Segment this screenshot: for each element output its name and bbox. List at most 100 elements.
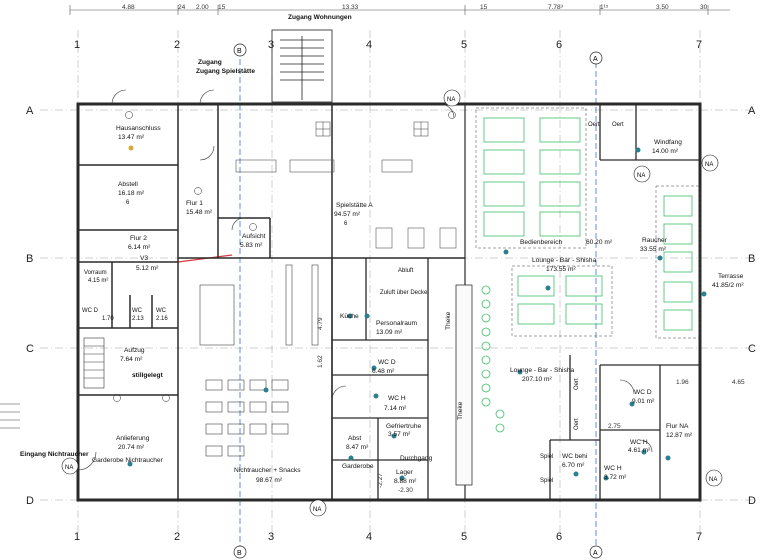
dim-label: 4.65 — [732, 379, 745, 386]
grid-col-label: 2 — [174, 39, 180, 51]
left-exterior-stair — [0, 403, 20, 429]
dim-label: 7.78³ — [548, 4, 564, 11]
room-name: V3 — [140, 255, 148, 262]
room-area: 7.64 m² — [120, 356, 143, 363]
room-area: 5.12 m² — [136, 265, 159, 272]
sprinkler-markers — [127, 145, 707, 481]
room-name: WC — [156, 308, 167, 314]
section-marker-b-bottom: B — [233, 545, 247, 559]
room-lager: Lager 8.88 m² — [394, 469, 417, 485]
label-oert: Oert — [588, 122, 600, 128]
theke-label-2: Theke — [457, 401, 464, 420]
dim-label: 3.50 — [656, 4, 669, 11]
label-zugang-wohnungen: Zugang Wohnungen — [288, 14, 352, 21]
grid-row-labels: A B C D A B C D — [26, 105, 756, 507]
dim-label: 2.75 — [608, 423, 621, 430]
room-area: 15.48 m² — [186, 209, 213, 216]
dim-label: 1.96 — [676, 379, 689, 386]
right-block-walls — [549, 104, 700, 500]
room-area: 20.74 m² — [118, 444, 145, 451]
room-area: 4.15 m² — [88, 278, 108, 284]
section-marker-a-top: A — [589, 51, 603, 65]
grid-row-label: C — [748, 343, 756, 355]
room-kueche: Küche — [340, 313, 359, 320]
grid-row-label: D — [26, 495, 34, 507]
room-name: Hausanschluss — [116, 125, 161, 132]
section-marker-a-bottom: A — [589, 545, 603, 559]
section-marker-label: B — [237, 550, 242, 557]
na-label: NA — [447, 97, 455, 103]
dim-label: 15 — [218, 4, 226, 11]
grid-col-label: 5 — [461, 39, 467, 51]
dim-label: 1.62 — [317, 355, 324, 368]
room-area: 13.47 m² — [118, 134, 145, 141]
stairwell-wohnungen — [271, 29, 333, 103]
dim-label: 1¹⁵ — [600, 4, 609, 11]
top-dimension-strip — [69, 5, 730, 15]
room-area: 7.14 m² — [384, 405, 407, 412]
na-label: NA — [709, 477, 717, 483]
dim-label: 13.33 — [342, 4, 359, 11]
label-spiel: Spiel — [540, 478, 553, 484]
grid-col-label: 2 — [174, 531, 180, 543]
room-name: Flur 1 — [186, 200, 203, 207]
room-name: Personalraum — [376, 320, 418, 327]
room-area: 2.13 — [132, 316, 144, 322]
room-bedienbereich: Bedienbereich — [520, 239, 562, 246]
grid-row-label: B — [748, 253, 755, 265]
room-flur-na: Flur NA 12.87 m² — [666, 423, 693, 439]
room-name: WC behi — [562, 453, 588, 460]
grid-row-label: A — [748, 105, 756, 117]
room-area: 6.48 m² — [372, 368, 395, 375]
room-aufzug: Aufzug 7.64 m² stillgelegt — [120, 347, 164, 379]
room-area: 3.72 m² — [604, 474, 627, 481]
theke-counter — [455, 284, 473, 486]
room-name: WC H — [388, 395, 406, 402]
label-zugang-spielstaette-1: Zugang — [198, 59, 222, 66]
na-label: NA — [313, 507, 321, 513]
room-flur1: Flur 1 15.48 m² — [186, 200, 213, 216]
room-name: Lounge - Bar - Shisha — [532, 257, 596, 264]
doors — [77, 89, 653, 471]
section-marker-label: A — [593, 550, 598, 557]
lounge-furniture — [481, 117, 693, 433]
grid-row-label: D — [748, 495, 756, 507]
label-spiel: Spiel — [540, 454, 553, 460]
room-area: 5.83 m² — [240, 242, 263, 249]
left-wing-walls — [78, 104, 465, 500]
room-area: 6.14 m² — [128, 244, 151, 251]
room-name: Vorraum — [84, 270, 107, 276]
room-name: Nichtraucher + Snacks — [234, 467, 301, 474]
room-name: Abstell — [118, 181, 138, 188]
dim-label: 15 — [480, 4, 488, 11]
room-abluft: Abluft — [398, 268, 414, 274]
room-wc-small: WC D 1.70 WC 2.13 WC 2.16 — [82, 308, 168, 322]
na-label: NA — [705, 162, 713, 168]
na-label: NA — [637, 173, 645, 179]
room-area: 14.00 m² — [652, 148, 679, 155]
room-raucher: Raucher 33.55 m² — [640, 237, 668, 253]
room-area: 94.57 m² — [334, 211, 361, 218]
room-windfang: Windfang 14.00 m² — [652, 139, 682, 155]
room-personalraum: Personalraum 13.09 m² — [376, 320, 418, 336]
room-area: 2.16 — [156, 316, 168, 322]
room-number: 6 — [344, 221, 348, 227]
grid-col-label: 3 — [268, 39, 274, 51]
room-garderobe: Garderobe — [342, 463, 374, 470]
room-name: WC D — [634, 389, 652, 396]
room-area: 8.47 m² — [346, 444, 369, 451]
section-marker-label: A — [593, 56, 598, 63]
room-area: 41.85/2 m² — [712, 282, 744, 289]
room-area: 9.01 m² — [632, 398, 655, 405]
service-block-walls — [331, 258, 429, 500]
room-v3: V3 5.12 m² — [136, 255, 159, 272]
room-wc-h-right: WC H 4.61 m² — [628, 439, 651, 454]
dim-label: 4.88 — [122, 4, 135, 11]
room-name: Abst — [348, 435, 361, 442]
room-wc-behi: WC behi 6.70 m² — [562, 453, 588, 469]
grid-row-label: B — [26, 253, 33, 265]
grid-col-label: 6 — [556, 531, 562, 543]
grid-col-label: 1 — [74, 531, 80, 543]
dim-label: 24 — [178, 4, 186, 11]
room-name: Flur 2 — [130, 235, 147, 242]
